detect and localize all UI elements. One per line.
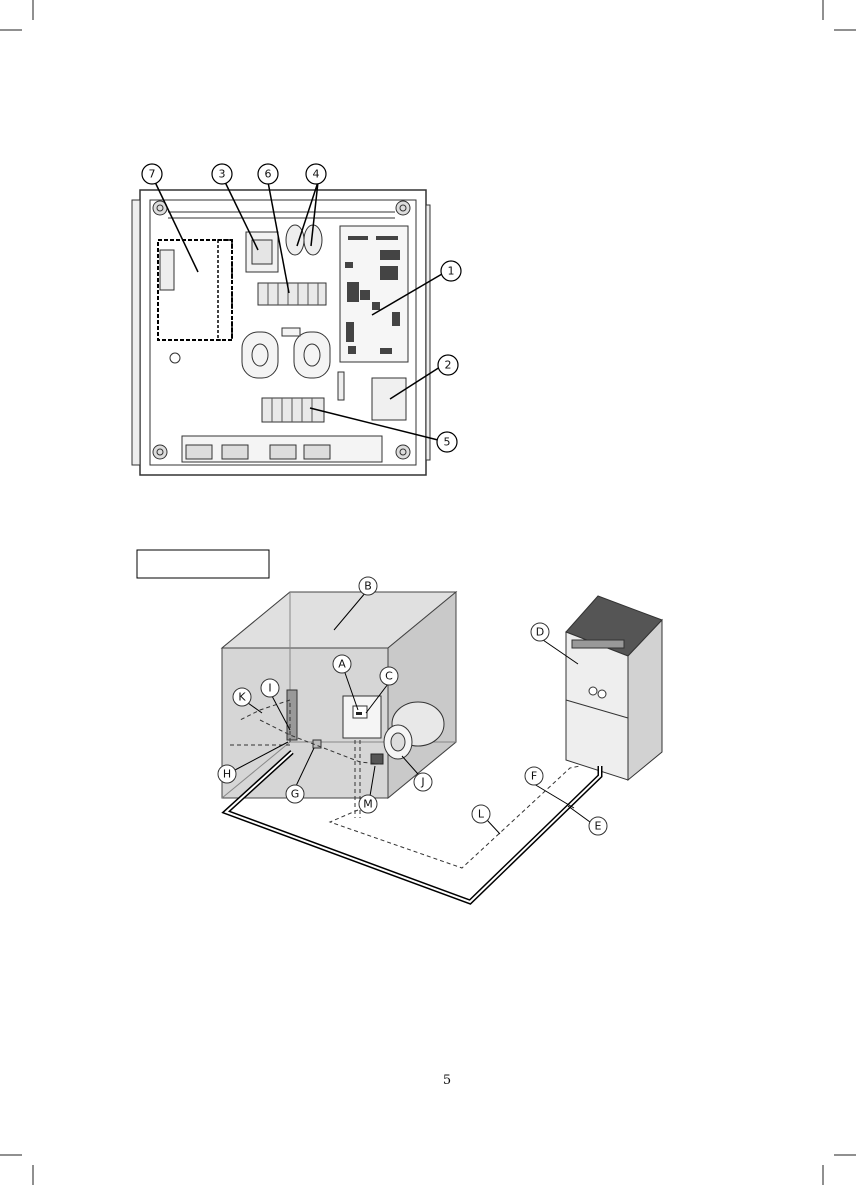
svg-text:F: F	[531, 770, 537, 783]
svg-text:3: 3	[219, 168, 226, 181]
callout-a: A	[333, 655, 351, 673]
caption-box	[137, 550, 269, 578]
svg-text:1: 1	[448, 265, 455, 278]
callout-3: 3	[212, 164, 232, 184]
svg-text:E: E	[595, 820, 602, 833]
coils	[242, 328, 330, 378]
callout-2: 2	[438, 355, 458, 375]
page-number: 5	[443, 1073, 451, 1088]
callout-d: D	[531, 623, 549, 641]
svg-text:H: H	[223, 768, 231, 781]
panel-a	[343, 696, 381, 738]
callout-h: H	[218, 765, 236, 783]
box-m	[371, 754, 383, 764]
svg-text:K: K	[238, 691, 246, 704]
part-5-terminal	[262, 398, 324, 422]
svg-text:B: B	[364, 580, 372, 593]
callout-g: G	[286, 785, 304, 803]
control-box-diagram	[132, 190, 430, 475]
callout-l: L	[472, 805, 490, 823]
callout-i: I	[261, 679, 279, 697]
part-2-board	[372, 378, 406, 420]
callout-f: F	[525, 767, 543, 785]
svg-text:M: M	[363, 798, 373, 811]
svg-text:D: D	[536, 626, 544, 639]
svg-text:J: J	[420, 776, 424, 789]
callout-4: 4	[306, 164, 326, 184]
callout-6: 6	[258, 164, 278, 184]
callout-b: B	[359, 577, 377, 595]
svg-text:2: 2	[445, 359, 452, 372]
callout-5: 5	[437, 432, 457, 452]
callout-e: E	[589, 817, 607, 835]
callout-7: 7	[142, 164, 162, 184]
room-box	[222, 592, 456, 798]
svg-text:I: I	[268, 682, 271, 695]
svg-text:G: G	[291, 788, 300, 801]
bracket-h	[287, 690, 297, 740]
part-4-fuses	[286, 225, 322, 255]
svg-text:4: 4	[313, 168, 320, 181]
svg-text:L: L	[478, 808, 485, 821]
svg-text:C: C	[385, 670, 393, 683]
svg-text:7: 7	[149, 168, 156, 181]
callout-1: 1	[441, 261, 461, 281]
svg-text:A: A	[338, 658, 346, 671]
callout-c: C	[380, 667, 398, 685]
callout-j: J	[414, 773, 432, 791]
callout-k: K	[233, 688, 251, 706]
svg-text:6: 6	[265, 168, 272, 181]
outdoor-unit-d	[566, 596, 662, 780]
callout-m: M	[359, 795, 377, 813]
svg-text:5: 5	[444, 436, 451, 449]
